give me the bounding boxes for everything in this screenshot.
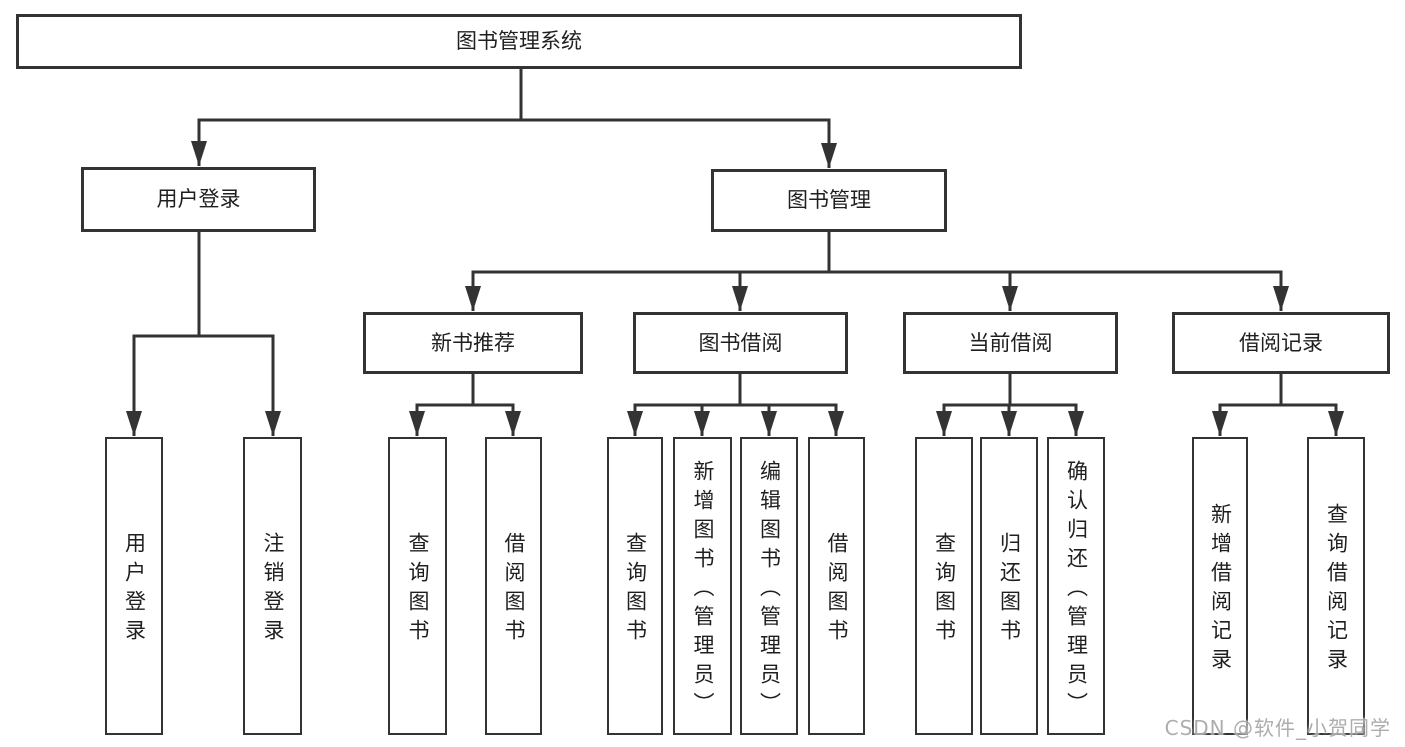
- leaf-bb-edit-books-admin-label: 编辑图书（管理员）: [757, 459, 782, 721]
- node-current-borrow: 当前借阅: [903, 312, 1118, 374]
- leaf-nb-borrow-books-label: 借阅图书: [502, 532, 526, 648]
- leaf-cb-query-books: 查询图书: [915, 437, 973, 735]
- leaf-nb-query-books: 查询图书: [388, 437, 447, 735]
- leaf-br-add-borrow-record-label: 新增借阅记录: [1208, 503, 1233, 677]
- leaf-br-add-borrow-record: 新增借阅记录: [1192, 437, 1248, 735]
- leaf-user-login-label: 用户登录: [122, 532, 147, 648]
- leaf-cb-confirm-return-admin: 确认归还（管理员）: [1047, 437, 1105, 735]
- leaf-bb-query-books-label: 查询图书: [623, 532, 648, 648]
- leaf-bb-add-books-admin-label: 新增图书（管理员）: [691, 459, 715, 721]
- leaf-cb-return-books-label: 归还图书: [997, 532, 1022, 648]
- leaf-cb-query-books-label: 查询图书: [932, 532, 957, 648]
- leaf-nb-query-books-label: 查询图书: [406, 532, 430, 648]
- leaf-user-login: 用户登录: [105, 437, 163, 735]
- node-book-borrow: 图书借阅: [633, 312, 848, 374]
- node-root: 图书管理系统: [16, 14, 1022, 69]
- leaf-logout: 注销登录: [243, 437, 302, 735]
- node-user-login: 用户登录: [81, 167, 316, 232]
- leaf-logout-label: 注销登录: [261, 532, 285, 648]
- leaf-bb-add-books-admin: 新增图书（管理员）: [673, 437, 732, 735]
- node-borrow-records: 借阅记录: [1172, 312, 1390, 374]
- leaf-cb-confirm-return-admin-label: 确认归还（管理员）: [1064, 459, 1089, 721]
- watermark: CSDN @软件_小贺同学: [1164, 716, 1391, 740]
- node-new-book-recommend: 新书推荐: [363, 312, 583, 374]
- leaf-bb-query-books: 查询图书: [607, 437, 663, 735]
- leaf-cb-return-books: 归还图书: [980, 437, 1038, 735]
- leaf-br-query-borrow-record: 查询借阅记录: [1307, 437, 1365, 735]
- leaf-bb-borrow-books: 借阅图书: [808, 437, 865, 735]
- leaf-nb-borrow-books: 借阅图书: [485, 437, 542, 735]
- leaf-bb-edit-books-admin: 编辑图书（管理员）: [740, 437, 798, 735]
- leaf-bb-borrow-books-label: 借阅图书: [825, 532, 849, 648]
- node-book-management: 图书管理: [711, 169, 947, 232]
- leaf-br-query-borrow-record-label: 查询借阅记录: [1324, 503, 1349, 677]
